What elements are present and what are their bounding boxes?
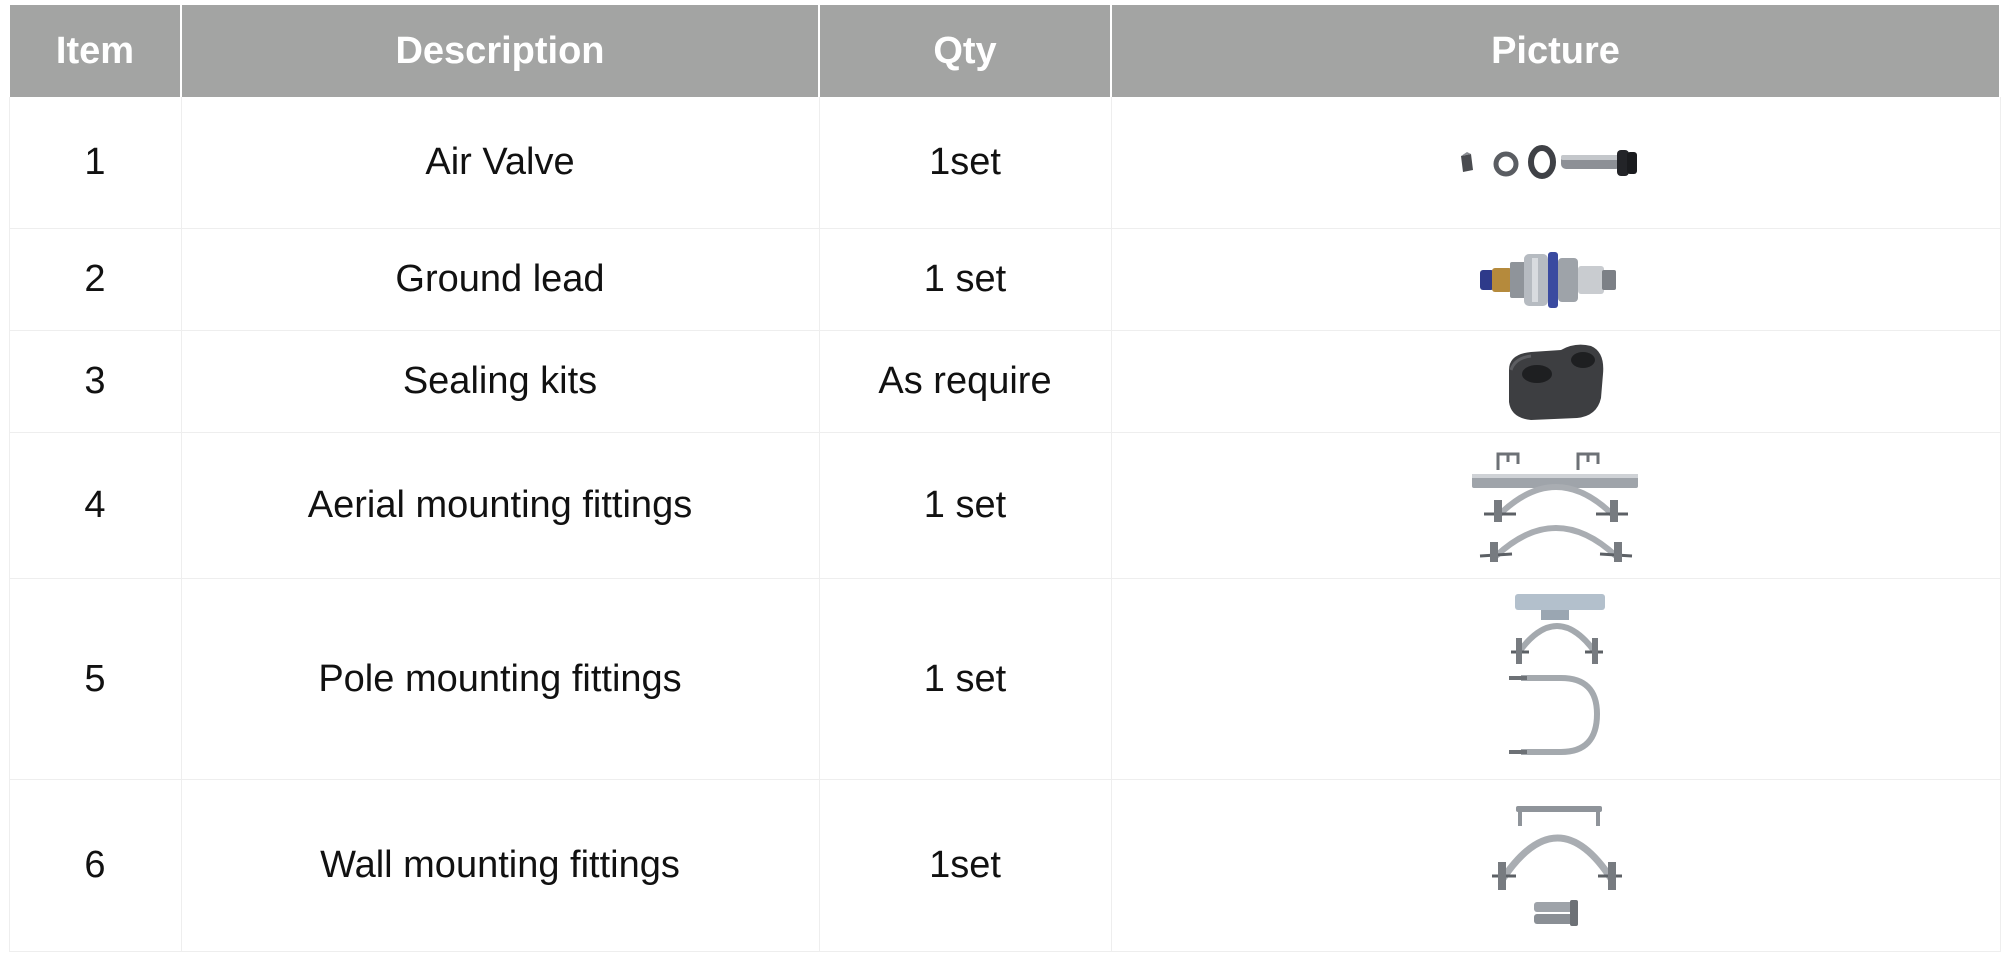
item-picture xyxy=(1110,97,2001,229)
table-row: 3 Sealing kits As require xyxy=(8,330,2001,433)
item-picture xyxy=(1110,779,2001,952)
air-valve-parts-icon xyxy=(1460,144,1637,179)
wall-bracket-icon xyxy=(1491,805,1622,926)
item-picture xyxy=(1110,330,2001,433)
item-description: Aerial mounting fittings xyxy=(180,432,820,579)
item-number: 1 xyxy=(8,97,182,229)
item-qty: 1 set xyxy=(818,578,1112,780)
item-description: Sealing kits xyxy=(180,330,820,433)
table-row: 1 Air Valve 1set xyxy=(8,97,2001,229)
item-picture xyxy=(1110,432,2001,579)
item-qty: 1set xyxy=(818,779,1112,952)
header-row: Item Description Qty Picture xyxy=(8,5,2001,97)
item-qty: 1 set xyxy=(818,432,1112,579)
aerial-bracket-icon xyxy=(1471,452,1638,562)
item-description: Air Valve xyxy=(180,97,820,229)
item-picture xyxy=(1110,228,2001,331)
table-row: 6 Wall mounting fittings 1set xyxy=(8,779,2001,952)
parts-list-table: Item Description Qty Picture 1 Air Valve… xyxy=(8,5,2001,952)
item-description: Ground lead xyxy=(180,228,820,331)
item-number: 4 xyxy=(8,432,182,579)
item-number: 2 xyxy=(8,228,182,331)
item-number: 5 xyxy=(8,578,182,780)
table-row: 2 Ground lead 1 set xyxy=(8,228,2001,331)
item-description: Wall mounting fittings xyxy=(180,779,820,952)
table-row: 5 Pole mounting fittings 1 set xyxy=(8,578,2001,780)
table-row: 4 Aerial mounting fittings 1 set xyxy=(8,432,2001,579)
ground-lead-connector-icon xyxy=(1479,251,1616,308)
header-picture: Picture xyxy=(1110,5,2001,97)
sealing-kit-rubber-icon xyxy=(1508,344,1603,420)
item-description: Pole mounting fittings xyxy=(180,578,820,780)
header-description: Description xyxy=(180,5,820,97)
item-qty: 1set xyxy=(818,97,1112,229)
pole-clamp-icon xyxy=(1508,594,1605,755)
item-picture xyxy=(1110,578,2001,780)
item-number: 3 xyxy=(8,330,182,433)
item-number: 6 xyxy=(8,779,182,952)
header-item: Item xyxy=(8,5,182,97)
item-qty: 1 set xyxy=(818,228,1112,331)
header-qty: Qty xyxy=(818,5,1112,97)
item-qty: As require xyxy=(818,330,1112,433)
